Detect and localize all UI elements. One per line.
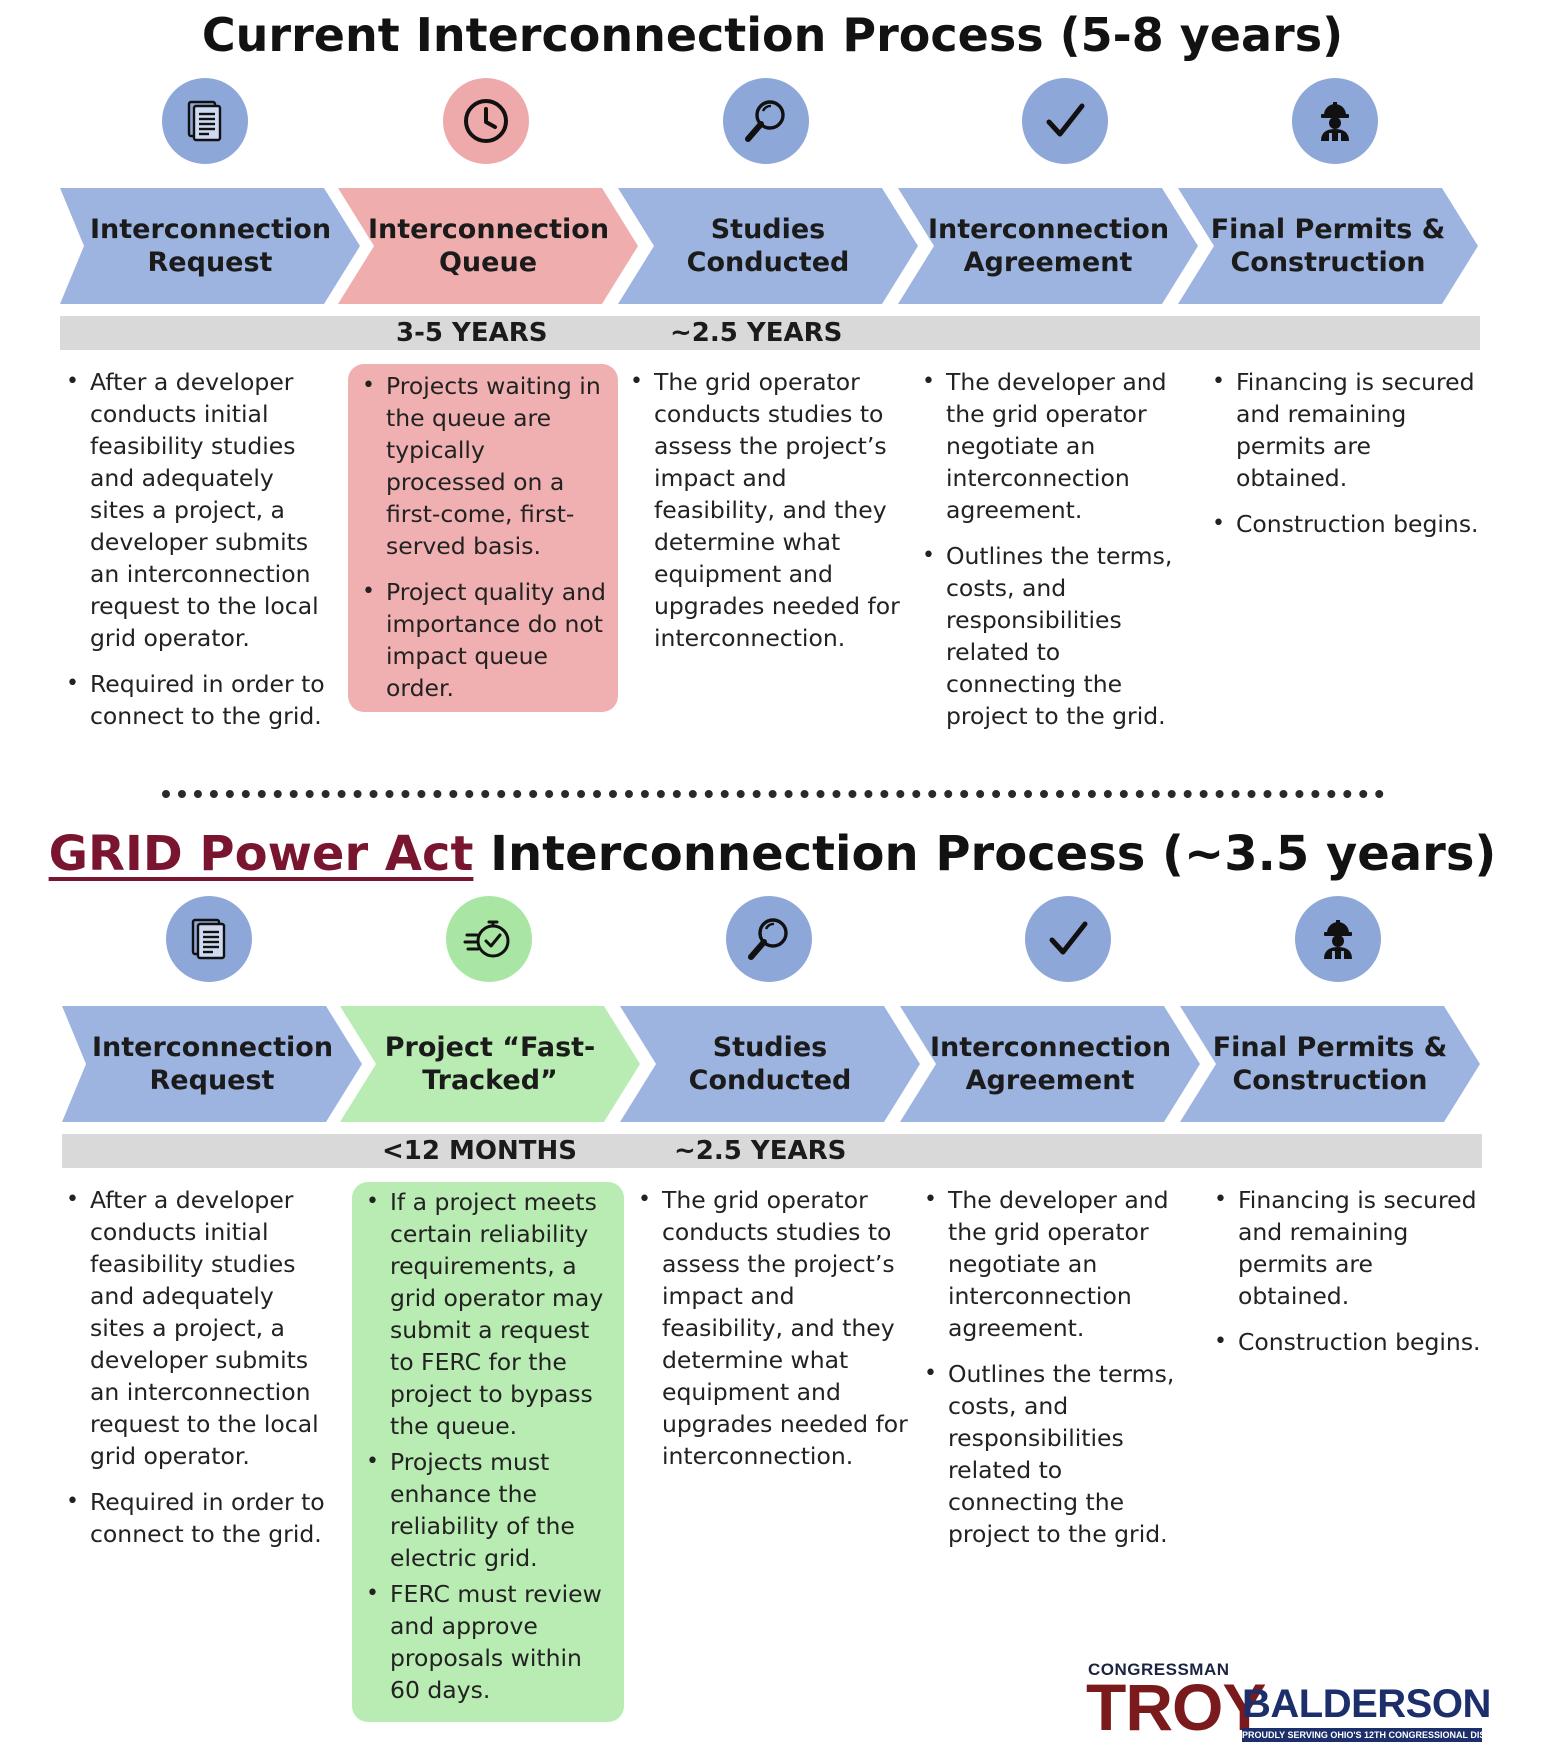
step-interconnection-request: Interconnection Request: [62, 1006, 362, 1122]
magnifier-icon: [726, 896, 812, 982]
step-final-permits: Final Permits & Construction: [1180, 1006, 1480, 1122]
step-interconnection-agreement: Interconnection Agreement: [900, 1006, 1200, 1122]
logo-first-name: TROY: [1086, 1670, 1266, 1744]
desc-studies-conducted: The grid operator conducts studies to as…: [628, 366, 904, 668]
list-item: Required in order to connect to the grid…: [64, 1486, 334, 1550]
clock-icon: [443, 78, 529, 164]
section-divider: [162, 790, 1384, 798]
duration-fast-tracked: <12 MONTHS: [382, 1136, 577, 1166]
list-item: Construction begins.: [1210, 508, 1480, 540]
duration-bar: <12 MONTHS ~2.5 YEARS: [62, 1134, 1482, 1168]
duration-queue: 3-5 YEARS: [396, 318, 548, 348]
step-interconnection-request: Interconnection Request: [60, 188, 360, 304]
construction-worker-icon: [1295, 896, 1381, 982]
desc-interconnection-queue: Projects waiting in the queue are typica…: [348, 364, 618, 712]
list-item: Construction begins.: [1212, 1326, 1482, 1358]
checkmark-icon: [1022, 78, 1108, 164]
magnifier-icon: [723, 78, 809, 164]
step-interconnection-agreement: Interconnection Agreement: [898, 188, 1198, 304]
list-item: Outlines the terms, costs, and responsib…: [920, 540, 1194, 732]
list-item: Financing is secured and remaining permi…: [1212, 1184, 1482, 1312]
fast-stopwatch-icon: [446, 896, 532, 982]
document-icon: [166, 896, 252, 982]
step-final-permits: Final Permits & Construction: [1178, 188, 1478, 304]
desc-studies-conducted: The grid operator conducts studies to as…: [636, 1184, 912, 1486]
desc-interconnection-request: After a developer conducts initial feasi…: [64, 366, 334, 746]
document-icon: [162, 78, 248, 164]
desc-interconnection-request: After a developer conducts initial feasi…: [64, 1184, 334, 1564]
list-item: Projects waiting in the queue are typica…: [360, 370, 608, 562]
list-item: If a project meets certain reliability r…: [364, 1186, 618, 1442]
list-item: Financing is secured and remaining permi…: [1210, 366, 1480, 494]
step-studies-conducted: Studies Conducted: [618, 188, 918, 304]
duration-studies: ~2.5 YEARS: [670, 318, 843, 348]
list-item: After a developer conducts initial feasi…: [64, 366, 334, 654]
desc-interconnection-agreement: The developer and the grid operator nego…: [922, 1184, 1196, 1564]
grid-process-title: GRID Power Act Interconnection Process (…: [48, 826, 1497, 882]
duration-bar: 3-5 YEARS ~2.5 YEARS: [60, 316, 1480, 350]
list-item: The grid operator conducts studies to as…: [628, 366, 904, 654]
construction-worker-icon: [1292, 78, 1378, 164]
desc-project-fast-tracked: If a project meets certain reliability r…: [352, 1182, 624, 1722]
grid-power-act-section: GRID Power Act Interconnection Process (…: [0, 818, 1545, 1763]
desc-interconnection-agreement: The developer and the grid operator nego…: [920, 366, 1194, 746]
list-item: The developer and the grid operator nego…: [920, 366, 1194, 526]
step-interconnection-queue: Interconnection Queue: [338, 188, 638, 304]
list-item: The grid operator conducts studies to as…: [636, 1184, 912, 1472]
list-item: Projects must enhance the reliability of…: [364, 1446, 618, 1574]
checkmark-icon: [1025, 896, 1111, 982]
list-item: FERC must review and approve proposals w…: [364, 1578, 618, 1706]
list-item: The developer and the grid operator nego…: [922, 1184, 1196, 1344]
duration-studies: ~2.5 YEARS: [674, 1136, 847, 1166]
logo-congressman: CONGRESSMAN: [1088, 1660, 1230, 1679]
congressman-logo: CONGRESSMAN TROY BALDERSON PROUDLY SERVI…: [1086, 1660, 1491, 1752]
step-studies-conducted: Studies Conducted: [620, 1006, 920, 1122]
step-project-fast-tracked: Project “Fast-Tracked”: [340, 1006, 640, 1122]
current-process-section: Current Interconnection Process (5-8 yea…: [0, 0, 1545, 790]
logo-tagline: PROUDLY SERVING OHIO'S 12TH CONGRESSIONA…: [1242, 1728, 1482, 1742]
list-item: Outlines the terms, costs, and responsib…: [922, 1358, 1196, 1550]
current-process-title: Current Interconnection Process (5-8 yea…: [201, 8, 1344, 62]
list-item: After a developer conducts initial feasi…: [64, 1184, 334, 1472]
desc-final-permits: Financing is secured and remaining permi…: [1212, 1184, 1482, 1372]
logo-last-name: BALDERSON: [1242, 1682, 1491, 1726]
desc-final-permits: Financing is secured and remaining permi…: [1210, 366, 1480, 554]
list-item: Required in order to connect to the grid…: [64, 668, 334, 732]
grid-power-act-label: GRID Power Act: [48, 826, 474, 882]
list-item: Project quality and importance do not im…: [360, 576, 608, 704]
